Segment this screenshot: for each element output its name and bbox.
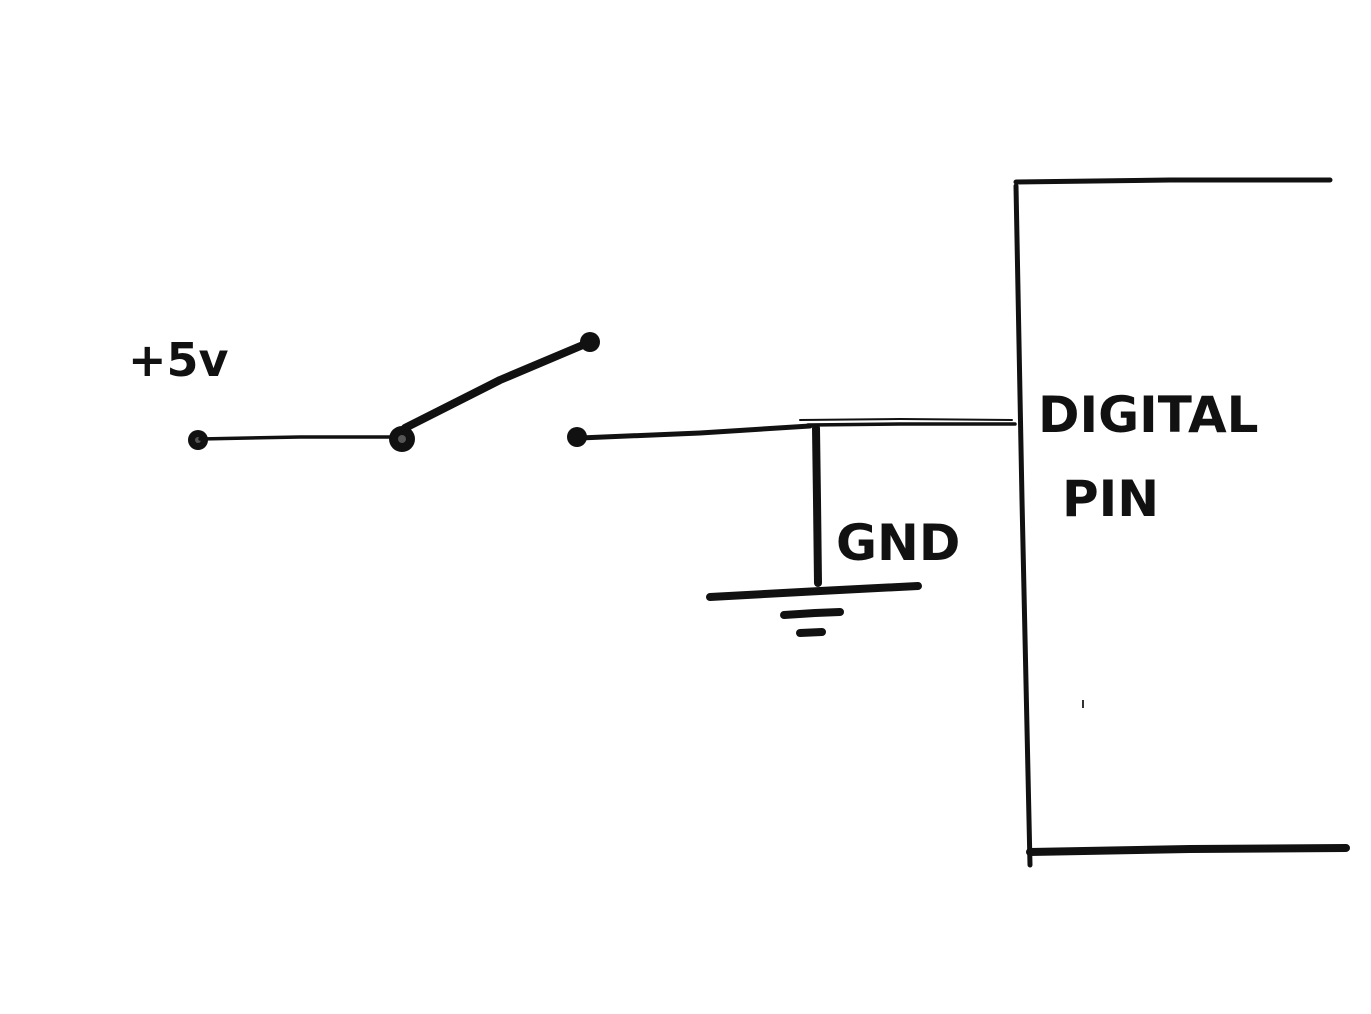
switch-pivot-terminal (389, 426, 415, 452)
switch-output-terminal (567, 427, 587, 447)
supply-wire (198, 435, 402, 441)
ground-wire (812, 424, 822, 587)
ground-label: GND (836, 514, 960, 572)
microcontroller-block (1013, 177, 1350, 868)
digital-pin-label-line1: DIGITAL (1038, 386, 1259, 444)
switch-lever (401, 338, 594, 432)
output-wire-to-pin (806, 422, 1017, 427)
supply-label: +5v (128, 333, 229, 387)
switch (389, 332, 600, 452)
ground-symbol (706, 582, 922, 637)
output-wire-upper-edge (799, 418, 1013, 421)
switch-lever-tip (580, 332, 600, 352)
digital-pin-label-line2: PIN (1062, 470, 1159, 528)
output-wire (577, 423, 813, 441)
